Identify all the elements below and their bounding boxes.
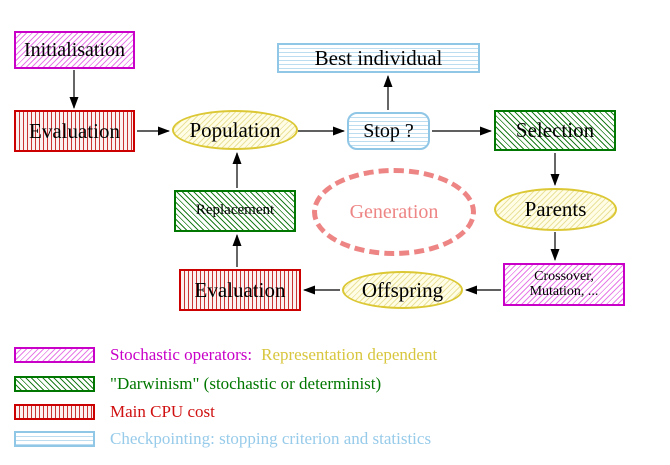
- node-label-line2: Mutation, ...: [529, 283, 599, 299]
- node-label-line1: Crossover,: [534, 268, 594, 284]
- legend-row-darwinism: "Darwinism" (stochastic or determinist): [14, 374, 381, 394]
- node-label: Initialisation: [23, 38, 126, 61]
- node-initialisation: Initialisation: [14, 31, 135, 69]
- node-generation: Generation: [312, 168, 476, 256]
- node-label: Best individual: [314, 45, 443, 70]
- node-label: Offspring: [361, 277, 444, 302]
- node-label: Parents: [524, 197, 587, 222]
- legend-row-cpu-cost: Main CPU cost: [14, 402, 215, 422]
- node-population: Population: [172, 110, 298, 150]
- legend-label-representation: Representation dependent: [261, 345, 438, 364]
- legend-label-cpu-cost: Main CPU cost: [110, 402, 215, 421]
- node-evaluation-top: Evaluation: [14, 110, 135, 152]
- node-selection: Selection: [494, 110, 616, 151]
- legend-label-stochastic: Stochastic operators:: [110, 345, 253, 364]
- node-parents: Parents: [494, 188, 617, 231]
- node-label: Population: [189, 117, 281, 142]
- cpu-cost-swatch: [14, 404, 95, 420]
- node-label: Stop ?: [363, 119, 414, 142]
- legend-row-stochastic: Stochastic operators: Representation dep…: [14, 345, 437, 365]
- stochastic-operators-swatch: [14, 347, 95, 363]
- node-label: Generation: [349, 200, 439, 223]
- legend-row-checkpointing: Checkpointing: stopping criterion and st…: [14, 429, 431, 449]
- node-evaluation-bottom: Evaluation: [179, 269, 301, 311]
- darwinism-swatch: [14, 376, 95, 392]
- node-label: Evaluation: [194, 277, 286, 302]
- node-replacement: Replacement: [174, 190, 296, 232]
- node-offspring: Offspring: [342, 271, 463, 309]
- node-stop: Stop ?: [347, 112, 430, 150]
- checkpointing-swatch: [14, 431, 95, 447]
- legend-label-checkpointing: Checkpointing: stopping criterion and st…: [110, 429, 432, 448]
- node-label: Selection: [515, 118, 595, 143]
- node-label: Evaluation: [29, 118, 120, 143]
- node-crossover-mutation: Crossover, Mutation, ...: [503, 263, 625, 306]
- legend-label-darwinism: "Darwinism" (stochastic or determinist): [110, 374, 382, 393]
- node-label: Replacement: [195, 202, 275, 219]
- node-best-individual: Best individual: [277, 43, 480, 73]
